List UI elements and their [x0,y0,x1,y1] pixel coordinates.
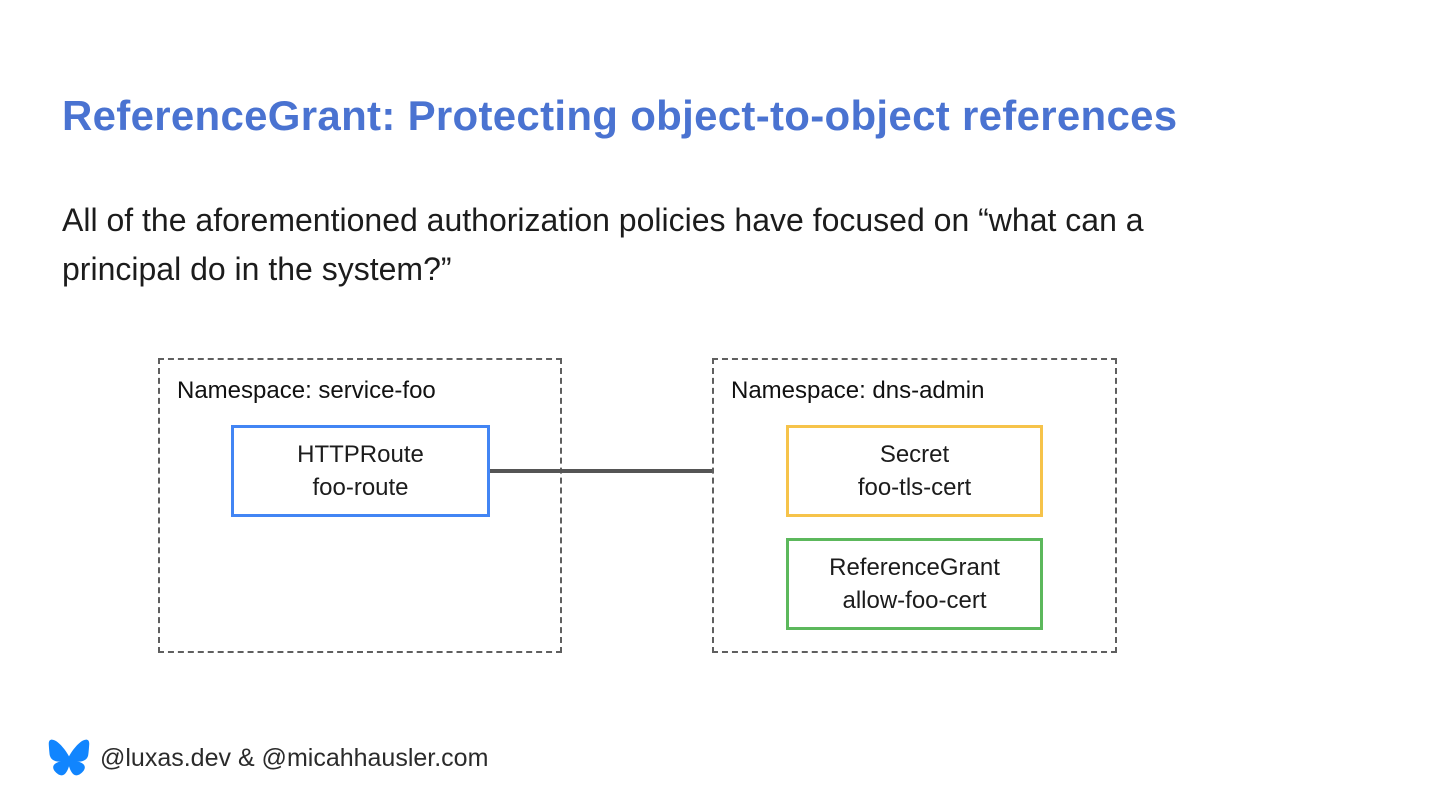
namespace-box-dns-admin: Namespace: dns-admin Secret foo-tls-cert… [712,358,1117,653]
bluesky-butterfly-icon [48,739,90,776]
namespace-label: Namespace: dns-admin [731,377,985,404]
node-name: allow-foo-cert [842,587,987,614]
node-secret-foo-tls-cert: Secret foo-tls-cert [786,425,1043,517]
page-title: ReferenceGrant: Protecting object-to-obj… [62,92,1178,139]
node-referencegrant-allow-foo-cert: ReferenceGrant allow-foo-cert [786,538,1043,630]
node-kind: ReferenceGrant [829,554,1000,581]
node-httproute-foo-route: HTTPRoute foo-route [231,425,490,517]
namespace-label: Namespace: service-foo [177,377,436,404]
node-name: foo-route [312,474,409,501]
body-text: All of the aforementioned authorization … [62,202,1144,287]
node-kind: HTTPRoute [297,441,424,468]
bluesky-butterfly-path [48,739,90,776]
node-name: foo-tls-cert [857,474,972,501]
namespace-box-service-foo: Namespace: service-foo HTTPRoute foo-rou… [158,358,562,653]
node-kind: Secret [879,441,950,468]
footer-handles: @luxas.dev & @micahhausler.com [100,744,489,772]
